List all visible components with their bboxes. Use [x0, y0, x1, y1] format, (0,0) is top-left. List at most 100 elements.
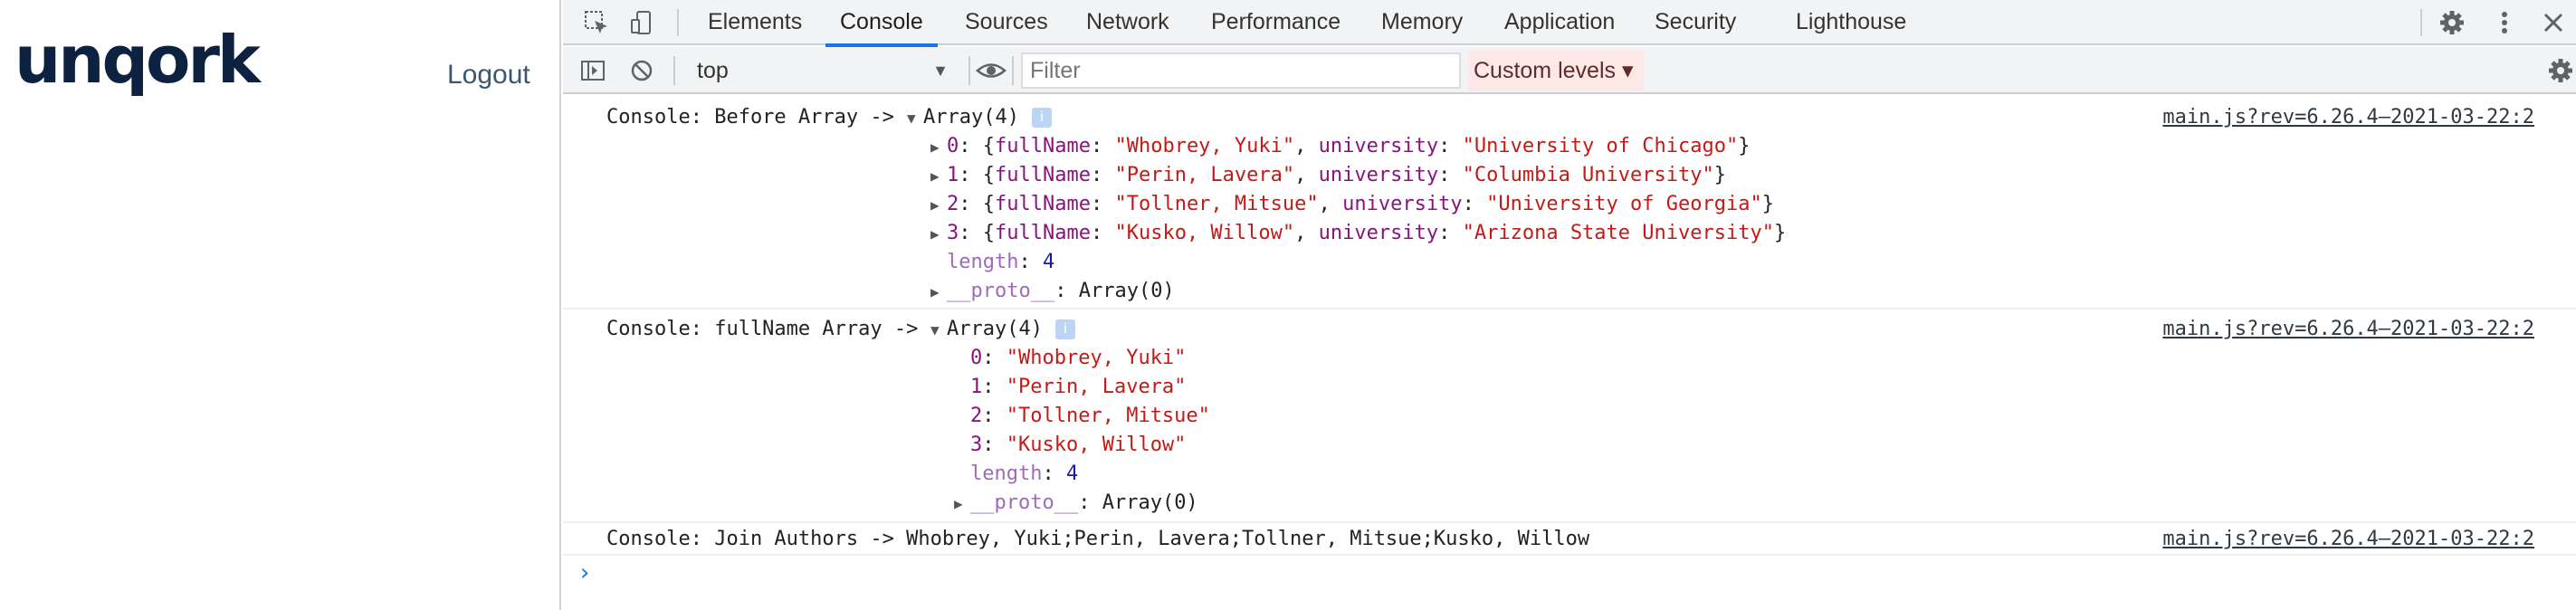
array-item[interactable]: ▶1: {fullName: "Perin, Lavera", universi…: [930, 161, 1726, 190]
array-header[interactable]: ▼Array(4)i: [907, 103, 1052, 132]
context-selector[interactable]: top ▼: [692, 52, 954, 89]
log-levels-dropdown[interactable]: Custom levels ▾: [1468, 51, 1644, 91]
property-key: university: [1318, 135, 1439, 157]
expand-triangle-icon: ▼: [930, 321, 940, 338]
length-value: 4: [1042, 251, 1055, 273]
item-index: 0: [947, 135, 959, 157]
context-value: top: [697, 58, 729, 83]
toolbar-divider: [673, 56, 675, 85]
live-expression-eye-icon[interactable]: [976, 55, 1007, 86]
array-label: Array(4): [923, 106, 1019, 129]
devtools-tab-bar: Elements Console Sources Network Perform…: [563, 0, 2576, 47]
item-index: 2: [970, 405, 983, 427]
tab-network[interactable]: Network: [1086, 9, 1169, 34]
proto-key: __proto__: [947, 280, 1055, 302]
array-item[interactable]: ▶0: {fullName: "Whobrey, Yuki", universi…: [930, 132, 1751, 161]
array-item[interactable]: ▶2: {fullName: "Tollner, Mitsue", univer…: [930, 190, 1774, 219]
proto-value: Array(0): [1078, 280, 1175, 302]
tab-lighthouse[interactable]: Lighthouse: [1796, 9, 1907, 34]
more-options-icon[interactable]: [2489, 7, 2520, 38]
source-link[interactable]: main.js?rev=6.26.4–2021-03-22:2: [2162, 106, 2534, 129]
inspect-element-icon[interactable]: [581, 7, 612, 38]
property-key: fullName: [995, 222, 1091, 244]
tab-sources[interactable]: Sources: [965, 9, 1048, 34]
info-icon: i: [1031, 108, 1052, 128]
toolbar-divider: [968, 56, 970, 85]
proto-value: Array(0): [1102, 491, 1198, 514]
console-prompt-icon[interactable]: ›: [577, 559, 592, 586]
message-text: Console: Join Authors -> Whobrey, Yuki;P…: [606, 528, 1590, 550]
item-index: 1: [947, 164, 959, 186]
property-key: university: [1318, 222, 1439, 244]
length-key: length: [947, 251, 1019, 273]
array-item: 3: "Kusko, Willow": [970, 434, 1187, 456]
close-icon[interactable]: [2538, 7, 2569, 38]
item-index: 3: [970, 434, 983, 456]
collapse-triangle-icon: ▶: [930, 225, 940, 243]
item-value: "Perin, Lavera": [1006, 376, 1187, 398]
console-message: Console: fullName Array -> ▼ Array(4) i ma…: [563, 310, 2576, 523]
array-label: Array(4): [947, 318, 1043, 340]
tab-application[interactable]: Application: [1504, 9, 1616, 34]
property-value: "Whobrey, Yuki": [1114, 135, 1295, 157]
source-link[interactable]: main.js?rev=6.26.4–2021-03-22:2: [2162, 318, 2534, 340]
console-message: Console: Before Array -> ▼Array(4)i main…: [563, 96, 2576, 310]
collapse-triangle-icon: ▶: [930, 167, 940, 185]
tab-divider: [2420, 9, 2422, 36]
console-toolbar: top ▼ Custom levels ▾: [563, 47, 2576, 94]
tab-performance[interactable]: Performance: [1211, 9, 1341, 34]
property-key: fullName: [995, 164, 1091, 186]
info-icon: i: [1054, 319, 1075, 339]
tab-divider: [677, 9, 679, 36]
message-prefix: Console: Before Array ->: [606, 106, 907, 129]
tab-elements[interactable]: Elements: [708, 9, 803, 34]
length-row: length: 4: [947, 251, 1055, 273]
console-settings-gear-icon[interactable]: [2545, 55, 2576, 86]
unqork-logo: unqork: [14, 22, 261, 98]
source-link[interactable]: main.js?rev=6.26.4–2021-03-22:2: [2162, 528, 2534, 550]
proto-row[interactable]: ▶__proto__: Array(0): [930, 277, 1175, 306]
array-header[interactable]: ▼ Array(4) i: [930, 315, 1075, 344]
logout-link[interactable]: Logout: [447, 60, 530, 90]
message-prefix: Console: fullName Array ->: [606, 318, 930, 340]
filter-input[interactable]: [1021, 52, 1461, 89]
array-item[interactable]: ▶3: {fullName: "Kusko, Willow", universi…: [930, 219, 1786, 248]
item-value: "Tollner, Mitsue": [1006, 405, 1210, 427]
property-key: university: [1318, 164, 1439, 186]
item-index: 2: [947, 193, 959, 215]
array-item: 1: "Perin, Lavera": [970, 376, 1187, 398]
property-value: "Columbia University": [1462, 164, 1714, 186]
device-toolbar-icon[interactable]: [626, 7, 657, 38]
item-index: 1: [970, 376, 983, 398]
property-value: "Kusko, Willow": [1114, 222, 1295, 244]
item-index: 0: [970, 347, 983, 369]
property-value: "Arizona State University": [1462, 222, 1774, 244]
console-message: Console: Join Authors -> Whobrey, Yuki;P…: [563, 523, 2576, 556]
property-key: fullName: [995, 135, 1091, 157]
collapse-triangle-icon: ▶: [954, 495, 963, 512]
sidebar-toggle-icon[interactable]: [577, 55, 608, 86]
proto-row[interactable]: ▶__proto__: Array(0): [954, 489, 1198, 518]
clear-console-icon[interactable]: [626, 55, 657, 86]
toolbar-divider: [1012, 56, 1014, 85]
dropdown-arrow-icon: ▼: [932, 62, 949, 80]
array-item: 2: "Tollner, Mitsue": [970, 405, 1210, 427]
tab-console[interactable]: Console: [825, 0, 938, 47]
length-value: 4: [1065, 462, 1079, 485]
item-value: "Whobrey, Yuki": [1006, 347, 1187, 369]
settings-gear-icon[interactable]: [2437, 7, 2467, 38]
item-index: 3: [947, 222, 959, 244]
property-value: "Tollner, Mitsue": [1114, 193, 1319, 215]
tab-security[interactable]: Security: [1655, 9, 1737, 34]
length-row: length: 4: [970, 462, 1079, 485]
item-value: "Kusko, Willow": [1006, 434, 1187, 456]
collapse-triangle-icon: ▶: [930, 283, 940, 300]
property-value: "Perin, Lavera": [1114, 164, 1295, 186]
property-value: "University of Chicago": [1462, 135, 1739, 157]
collapse-triangle-icon: ▶: [930, 196, 940, 214]
tab-memory[interactable]: Memory: [1381, 9, 1464, 34]
collapse-triangle-icon: ▶: [930, 138, 940, 156]
app-pane: unqork Logout: [0, 0, 561, 610]
property-key: university: [1342, 193, 1463, 215]
proto-key: __proto__: [970, 491, 1079, 514]
